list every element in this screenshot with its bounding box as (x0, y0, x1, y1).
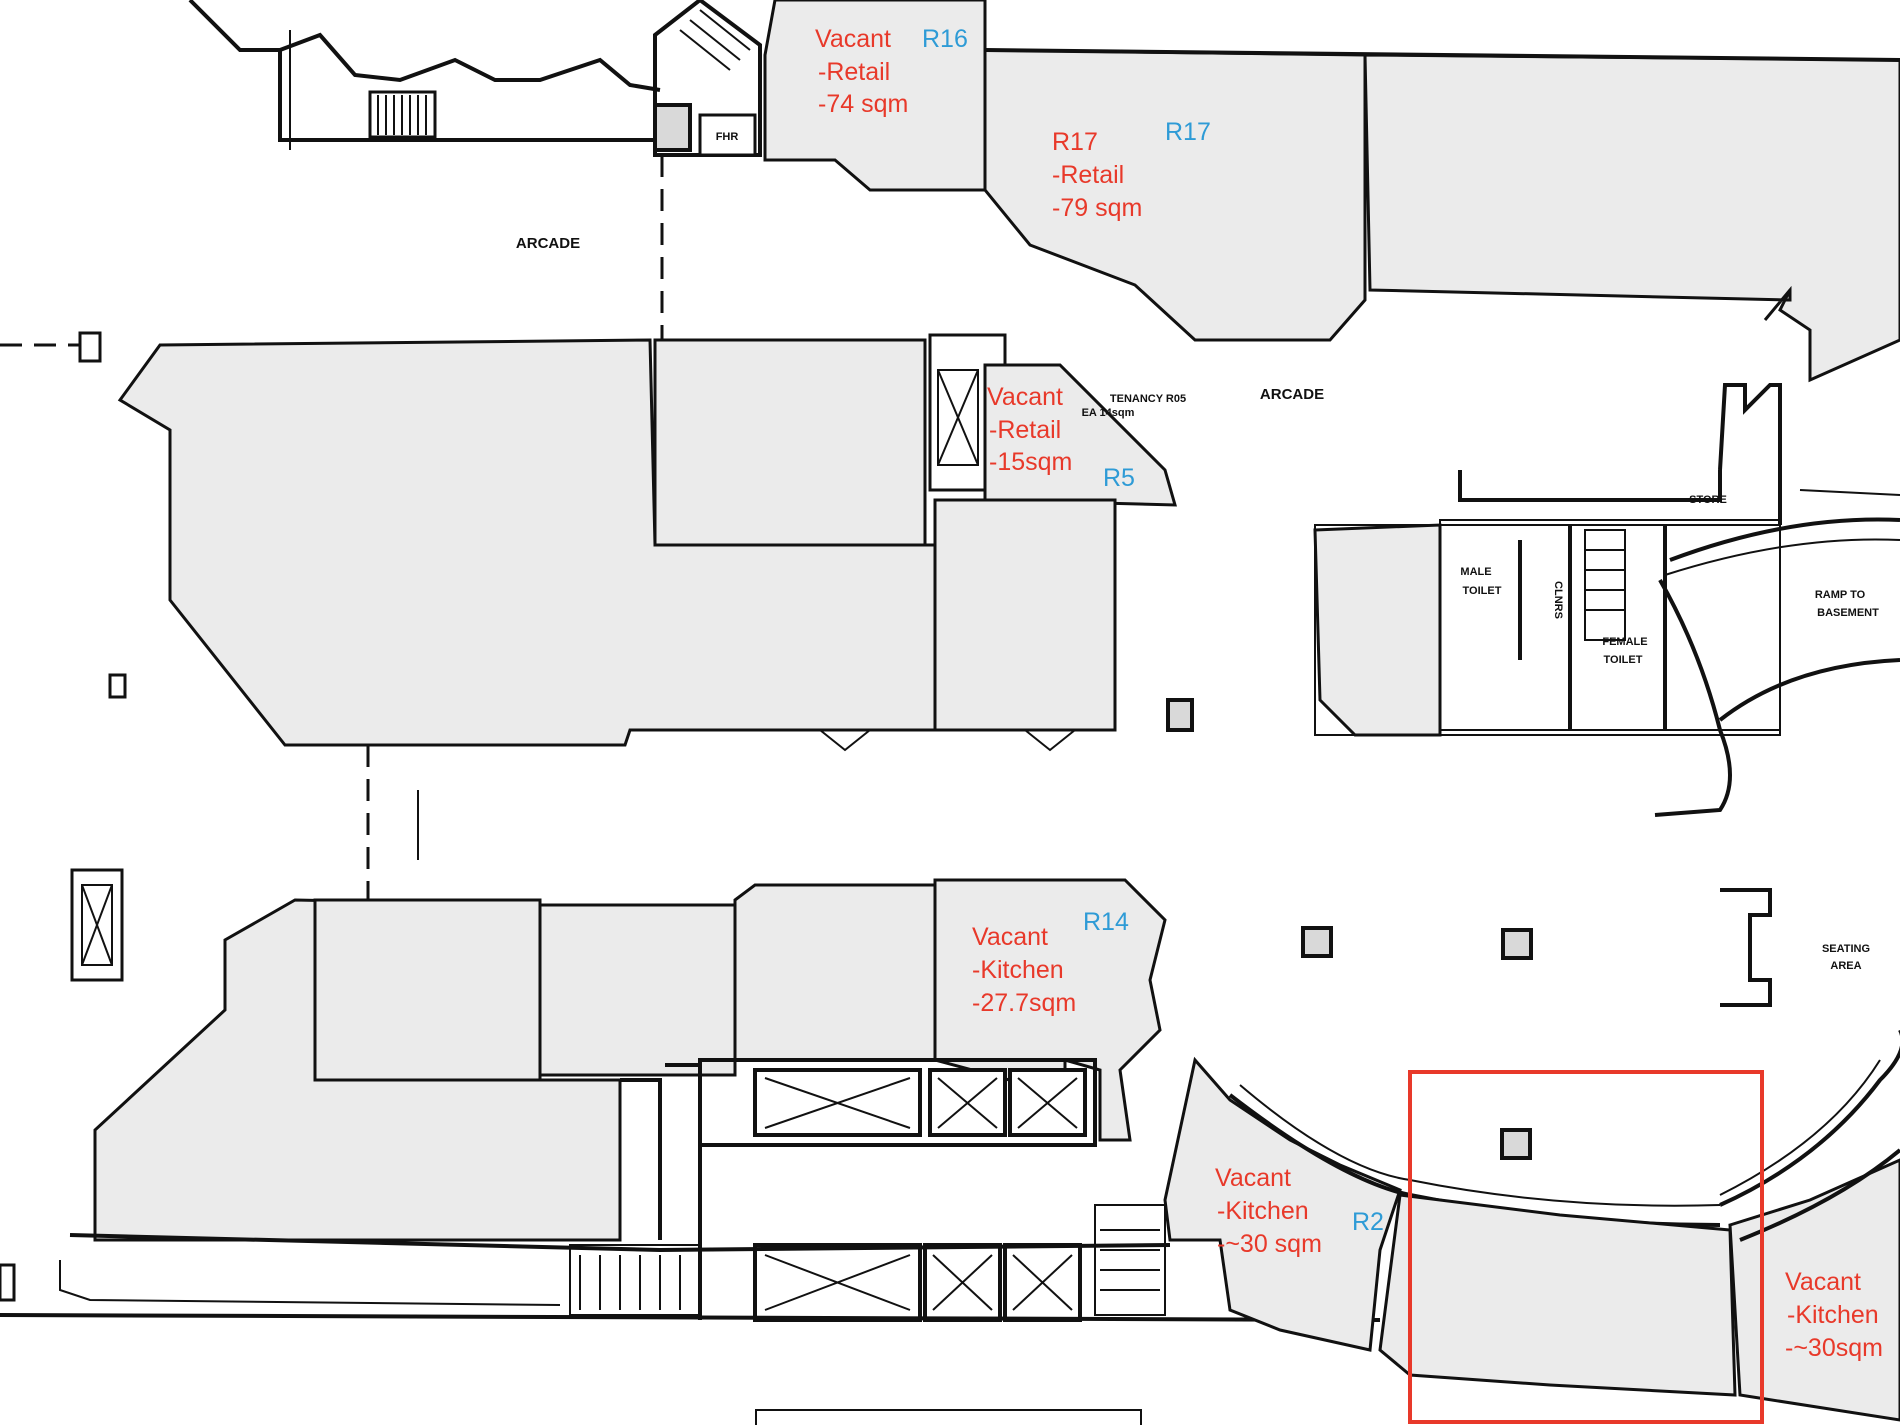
male-toilet-label-1: MALE (1460, 566, 1491, 578)
r2-use: -Kitchen (1217, 1197, 1309, 1225)
r5-area: -15sqm (989, 448, 1072, 476)
seating-label-2: AREA (1830, 960, 1861, 972)
fhr-core: FHR (653, 0, 762, 157)
unit-r17 (983, 48, 1367, 342)
r16-status: Vacant (815, 25, 891, 53)
unit-large-east (1363, 53, 1900, 383)
female-toilet-label-1: FEMALE (1602, 636, 1647, 648)
fhr-cabinet (698, 113, 757, 157)
r5-id: R5 (1103, 464, 1135, 492)
r2-id: R2 (1352, 1208, 1384, 1236)
unit-central (933, 498, 1117, 732)
r5-status: Vacant (987, 383, 1063, 411)
fhr-label: FHR (716, 131, 739, 143)
ramp-label-1: RAMP TO (1815, 589, 1866, 601)
r17-use: -Retail (1052, 161, 1124, 189)
unit-r5 (983, 363, 1178, 507)
r5-use: -Retail (989, 416, 1061, 444)
r14-use: -Kitchen (972, 956, 1064, 984)
r16-id: R16 (922, 25, 968, 53)
highlight-frame (1408, 1070, 1764, 1424)
annotation-r17: R17 -Retail -79 sqm R17 (1052, 118, 1211, 222)
arcade-label-north: ARCADE (516, 235, 580, 252)
column (1501, 928, 1533, 960)
r2-area: -~30 sqm (1217, 1230, 1322, 1258)
ramp-to-basement (1654, 489, 1900, 817)
east-kitchen-area: -~30sqm (1785, 1334, 1883, 1362)
annotation-r16: Vacant -Retail -74 sqm R16 (815, 25, 968, 118)
ramp-label-2: BASEMENT (1817, 607, 1879, 619)
male-toilet-label-2: TOILET (1463, 585, 1502, 597)
annotation-r5: Vacant -Retail -15sqm R5 (987, 383, 1135, 492)
unit-south-b (538, 903, 737, 1077)
seating-label-1: SEATING (1822, 943, 1870, 955)
r14-area: -27.7sqm (972, 989, 1076, 1017)
east-kitchen-status: Vacant (1785, 1268, 1861, 1296)
column (1500, 1128, 1532, 1160)
r2-status: Vacant (1215, 1164, 1291, 1192)
unit-south-c (733, 883, 937, 1062)
arcade-label-centre: ARCADE (1260, 386, 1324, 403)
r16-use: -Retail (818, 58, 890, 86)
annotation-r2: Vacant -Kitchen -~30 sqm R2 (1215, 1164, 1384, 1258)
kitchen-core (698, 1058, 1097, 1322)
unit-r16 (763, 0, 987, 192)
tenancy-r05-area: EA 14sqm (1082, 407, 1135, 419)
r17-status: R17 (1052, 128, 1098, 156)
annotation-r14: Vacant -Kitchen -27.7sqm R14 (972, 908, 1129, 1017)
unit-highlighted (1378, 1193, 1737, 1397)
east-kitchen-use: -Kitchen (1787, 1301, 1879, 1329)
r14-id: R14 (1083, 908, 1129, 936)
top-left-outline (188, 0, 661, 150)
tenancy-r05-label: TENANCY R05 (1110, 393, 1186, 405)
column (1301, 926, 1333, 958)
r14-status: Vacant (972, 923, 1048, 951)
r17-area: -79 sqm (1052, 194, 1142, 222)
annotation-east-kitchen: Vacant -Kitchen -~30sqm (1785, 1268, 1883, 1362)
female-toilet-label-2: TOILET (1604, 654, 1643, 666)
unit-anchor-north (653, 338, 927, 547)
door-pair-1 (819, 729, 1076, 752)
store-label: STORE (1689, 494, 1727, 506)
clnrs-label: CLNRS (1552, 581, 1564, 619)
toilet-block (1313, 383, 1782, 737)
r16-area: -74 sqm (818, 90, 908, 118)
unit-south-a (313, 898, 542, 1082)
r17-id: R17 (1165, 118, 1211, 146)
